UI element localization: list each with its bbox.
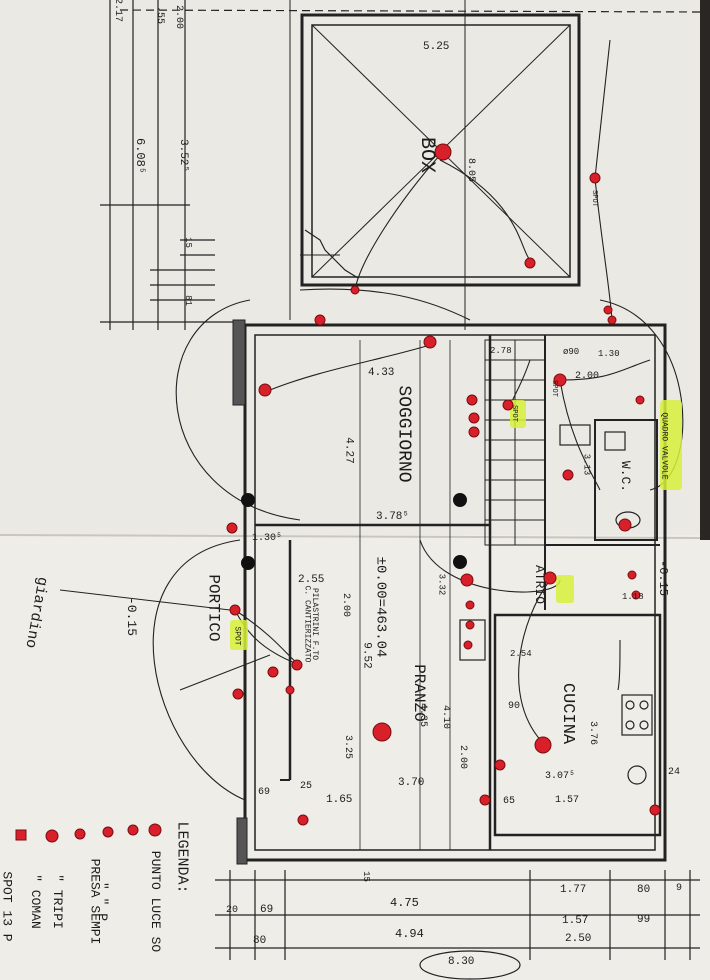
dim-label: 1.18 bbox=[622, 592, 644, 602]
house-walls bbox=[232, 319, 667, 865]
dim-label: 2.00 bbox=[457, 744, 469, 770]
dim-label: 15 bbox=[360, 871, 371, 882]
dim-label: 3.25 bbox=[342, 734, 354, 760]
dim-label: 99 bbox=[637, 914, 651, 926]
paper-lower bbox=[0, 535, 710, 980]
highlighter-marks bbox=[230, 400, 682, 650]
legend-item-1: PUNTO LUCE SO bbox=[148, 850, 164, 953]
dim-label: 2.78 bbox=[490, 346, 512, 356]
room-label-cucina: CUCINA bbox=[558, 682, 578, 745]
dim-label: 4.35 bbox=[417, 702, 429, 728]
dim-label: 2.00 bbox=[173, 4, 185, 30]
background-dark-edge bbox=[700, 0, 710, 540]
room-label-portico: PORTICO bbox=[204, 574, 223, 642]
black-spots bbox=[241, 493, 467, 570]
dim-label: 9.52 bbox=[360, 642, 373, 669]
dim-label: 1.30 bbox=[598, 349, 620, 359]
dim-label: 20 bbox=[226, 905, 239, 916]
light-points bbox=[226, 143, 661, 826]
dim-label: 4.33 bbox=[368, 367, 395, 379]
spot-tag-2: SPOT bbox=[549, 380, 558, 397]
dim-label: 9 bbox=[676, 883, 683, 894]
legend-item-6: SPOT 13 P bbox=[0, 871, 15, 942]
legend-item-4: " TRIPI bbox=[49, 874, 65, 929]
dim-label: 2.55 bbox=[298, 574, 325, 586]
spot-tag-3: SPOT bbox=[232, 626, 242, 646]
dim-label: 80 bbox=[637, 884, 651, 896]
dim-label: 8.05 bbox=[465, 157, 477, 183]
dim-label: ø90 bbox=[563, 347, 580, 357]
level-right: -0.15 bbox=[656, 559, 671, 597]
column-note-2: C. CANTIERIZZATO bbox=[302, 585, 312, 663]
dim-label: .55 bbox=[154, 5, 166, 25]
legend-item-5: " COMAN bbox=[27, 874, 43, 929]
dim-label: 24 bbox=[668, 767, 681, 778]
dim-label: 3.32 bbox=[436, 573, 447, 596]
dim-label: 2.54 bbox=[510, 649, 532, 659]
dim-label: 81 bbox=[182, 295, 193, 306]
dim-label: 2.00 bbox=[340, 592, 352, 618]
legend-symbols bbox=[15, 823, 162, 843]
spot-tag-4: SPOT bbox=[589, 190, 598, 207]
dim-label: 69 bbox=[260, 904, 274, 916]
dim-label: 5.25 bbox=[423, 41, 450, 53]
quadro-valvole-note: QUADRO VALVOLE bbox=[659, 412, 669, 480]
dim-label: 69 bbox=[258, 787, 271, 798]
dim-label: 3.76 bbox=[587, 720, 599, 746]
dim-label: 1.57 bbox=[555, 795, 580, 806]
dim-label: 4.75 bbox=[390, 896, 419, 910]
spot-tag-1: SPOT bbox=[509, 405, 518, 422]
dim-label: 6.08⁵ bbox=[133, 137, 148, 175]
dim-label: 65 bbox=[503, 796, 516, 807]
dim-label: 4.10 bbox=[440, 704, 452, 730]
level-outside: -0.15 bbox=[124, 596, 140, 637]
bottom-dimension-lines bbox=[215, 870, 700, 980]
dim-label: 3.52⁵ bbox=[177, 138, 190, 173]
paper-upper bbox=[0, 0, 700, 535]
legend-item-3: PRESA SEMPI bbox=[87, 858, 103, 945]
dim-label: 4.27 bbox=[342, 437, 355, 464]
dim-label: 15 bbox=[182, 237, 193, 248]
dim-label: 90 bbox=[508, 701, 521, 712]
dim-label: 80 bbox=[253, 935, 267, 947]
dim-label: 25 bbox=[300, 781, 313, 792]
dim-label: 3.78⁵ bbox=[376, 511, 410, 523]
room-label-soggiorno: SOGGIORNO bbox=[393, 385, 414, 483]
dim-label: 2.17 bbox=[112, 0, 124, 23]
dim-label: 3.70 bbox=[398, 777, 425, 789]
dim-label: 4.94 bbox=[395, 927, 424, 941]
dim-label: 3.07⁵ bbox=[545, 771, 576, 782]
dim-label: 2.00 bbox=[575, 371, 600, 382]
dim-label: 8.30 bbox=[448, 956, 475, 968]
level-reference: ±0.00=463.04 bbox=[372, 556, 389, 658]
legend-title: LEGENDA: bbox=[173, 821, 191, 894]
room-label-box: BOX bbox=[415, 136, 439, 174]
dim-label: 1.57 bbox=[562, 915, 589, 927]
dim-label: 1.77 bbox=[560, 884, 587, 896]
kitchen-fixtures bbox=[459, 619, 653, 785]
room-label-wc: W.C. bbox=[618, 460, 634, 493]
dim-label: 1.30⁵ bbox=[252, 533, 283, 544]
dim-label: 1.65 bbox=[326, 794, 353, 806]
dim-label: 2.50 bbox=[565, 933, 592, 945]
room-label-atrio: ATRIO bbox=[532, 564, 548, 605]
dim-label: 3.13 bbox=[581, 453, 592, 476]
left-dimension-chain bbox=[100, 0, 701, 330]
